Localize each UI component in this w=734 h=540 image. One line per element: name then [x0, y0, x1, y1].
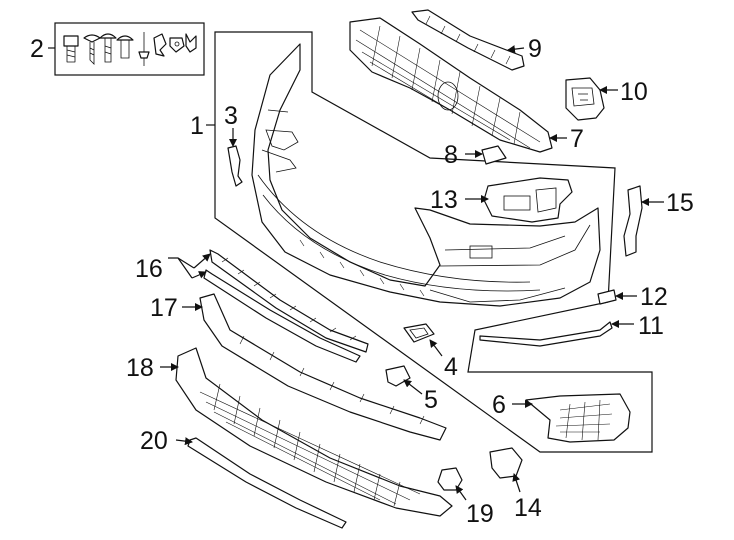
callout-13: 13 — [430, 186, 458, 214]
lower-valance-18 — [175, 347, 453, 517]
fastener-washer-screw-icon — [116, 35, 134, 59]
callout-16: 16 — [135, 255, 163, 283]
callout-5: 5 — [424, 386, 438, 414]
callout-19: 19 — [466, 500, 494, 528]
mount-14 — [489, 447, 523, 479]
callout-14: 14 — [514, 494, 542, 522]
fastener-bolt-icon — [63, 35, 79, 63]
callout-8: 8 — [444, 141, 458, 169]
fastener-clip-icon — [153, 33, 167, 57]
callout-9: 9 — [528, 35, 542, 63]
callout-11: 11 — [638, 312, 664, 340]
assembly-1-boundary — [214, 31, 653, 453]
callout-18: 18 — [126, 354, 154, 382]
callout-12: 12 — [640, 283, 668, 311]
side-bracket-3 — [227, 145, 243, 187]
fastener-panhead-icon — [99, 33, 117, 63]
callout-6: 6 — [492, 391, 506, 419]
grille-reinforcement — [349, 17, 553, 153]
callout-10: 10 — [620, 78, 648, 106]
callout-17: 17 — [150, 294, 178, 322]
fastener-nut-clip-icon — [169, 37, 185, 53]
lower-strip-20 — [187, 437, 347, 529]
side-guide-15 — [623, 185, 643, 257]
fastener-spring-clip-icon — [185, 33, 197, 53]
bumper-cover — [251, 43, 601, 307]
sensor-bracket — [565, 77, 605, 121]
fastener-kit-box — [54, 22, 205, 76]
fastener-screw-icon — [83, 34, 101, 65]
leader-lines — [48, 45, 664, 501]
retainer-5 — [385, 365, 411, 387]
callout-7: 7 — [570, 125, 584, 153]
fasteners-group — [54, 22, 205, 76]
small-clip-8 — [481, 145, 507, 165]
fog-lamp-13 — [483, 177, 573, 223]
trim-strip-11 — [479, 321, 613, 347]
callout-3: 3 — [224, 102, 238, 130]
tow-hook-cover-4 — [403, 323, 435, 343]
fastener-pin-icon — [138, 32, 150, 66]
mount-19 — [437, 467, 463, 491]
lower-bracket-6 — [525, 393, 631, 443]
small-bracket-12 — [597, 289, 617, 305]
callout-2: 2 — [30, 35, 44, 63]
upper-trim-strip — [411, 9, 525, 71]
callouts: 2 1 3 9 10 7 8 13 15 16 12 17 11 4 18 5 … — [30, 35, 694, 528]
callout-1: 1 — [190, 112, 204, 140]
lower-grille-strip-16 — [203, 249, 369, 363]
callout-20: 20 — [140, 427, 168, 455]
lower-trim-17 — [199, 293, 447, 441]
callout-4: 4 — [444, 353, 458, 381]
callout-15: 15 — [666, 189, 694, 217]
